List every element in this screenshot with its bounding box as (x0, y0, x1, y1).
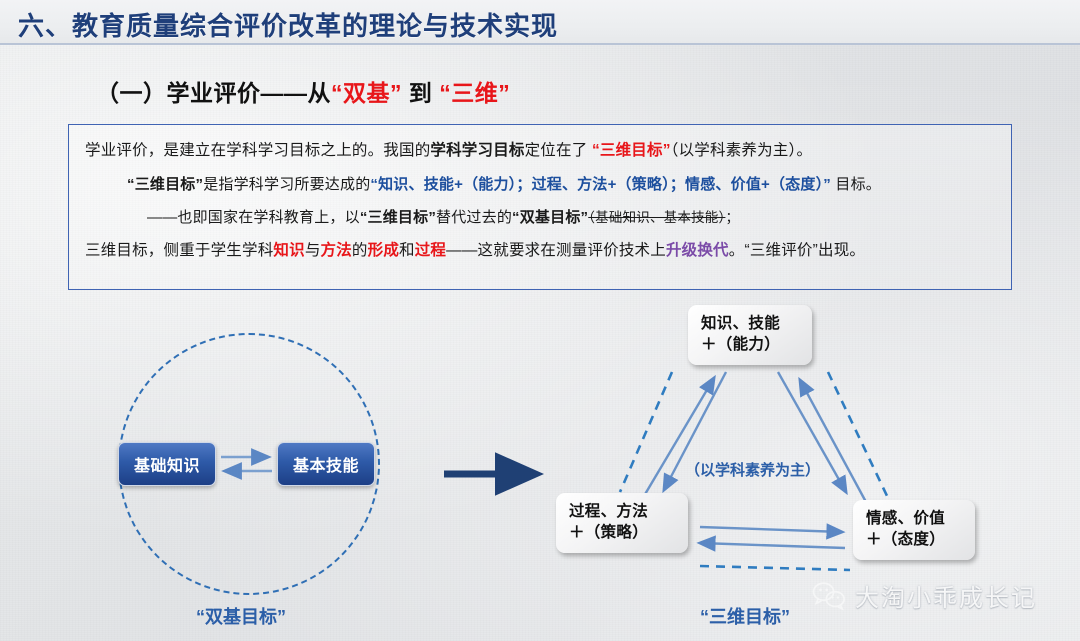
p4-seg6: 形成 (367, 241, 400, 259)
node-emotion-line2: ＋（态度） (866, 531, 946, 548)
p2-seg2: 是指学科学习所要达成的 (203, 175, 371, 193)
box-basic-skill[interactable]: 基本技能 (277, 442, 375, 486)
node-process-line2: ＋（策略） (569, 524, 649, 541)
paragraph-1: 学业评价，是建立在学科学习目标之上的。我国的学科学习目标定位在了 “三维目标”（… (85, 143, 995, 159)
triangle-center-label: （以学科素养为主） (685, 462, 821, 479)
box-basic-skill-label: 基本技能 (292, 458, 359, 475)
node-emotion-line1: 情感、价值 (866, 510, 946, 528)
content-text-box: 学业评价，是建立在学科学习目标之上的。我国的学科学习目标定位在了 “三维目标”（… (68, 124, 1012, 290)
p1-seg1: 学业评价，是建立在学科学习目标之上的。我国的 (85, 142, 431, 159)
p3-seg5: （基础知识、基本技能） (588, 209, 726, 225)
p2-seg4: 目标。 (835, 175, 881, 193)
p3-seg4: “双基目标” (512, 208, 589, 226)
watermark-text: 大淘小乖成长记 (855, 585, 1037, 612)
p4-seg11: 。“三维评价”出现。 (728, 241, 866, 259)
p4-seg2: 知识 (273, 241, 305, 259)
paragraph-2: “三维目标”是指学科学习所要达成的“知识、技能+（能力）；过程、方法+（策略）；… (85, 177, 995, 192)
p4-seg7: 和 (399, 241, 415, 259)
node-emotion-value[interactable]: 情感、价值 ＋（态度） (853, 500, 975, 560)
node-process-line1: 过程、方法 (569, 503, 649, 521)
p4-seg4: 方法 (320, 241, 352, 259)
p1-seg5: （以学科素养为主）。 (670, 142, 813, 159)
p4-seg1: 三维目标，侧重于学生学科 (85, 241, 274, 259)
paragraph-4: 三维目标，侧重于学生学科知识与方法的形成和过程——这就要求在测量评价技术上升级换… (85, 241, 995, 259)
p3-seg6: ； (725, 209, 740, 225)
subtitle-quote-shuangji: “双基” (331, 80, 402, 106)
node-process-method[interactable]: 过程、方法 ＋（策略） (556, 493, 688, 553)
box-basic-knowledge[interactable]: 基础知识 (118, 442, 216, 486)
watermark: 大淘小乖成长记 (812, 578, 1037, 613)
p4-seg9: ——这就要求在测量评价技术上 (446, 241, 666, 259)
p4-seg3: 与 (304, 241, 321, 259)
subtitle-quote-sanwei: “三维” (439, 80, 511, 106)
page-title: 六、教育质量综合评价改革的理论与技术实现 (18, 11, 559, 41)
p2-seg1: “三维目标” (127, 175, 204, 193)
wechat-icon (812, 581, 845, 611)
subtitle-prefix: （一）学业评价——从 (96, 80, 331, 106)
box-basic-knowledge-label: 基础知识 (133, 458, 200, 475)
section-subtitle: （一）学业评价——从“双基” 到 “三维” (96, 74, 510, 108)
p3-seg1: ——也即国家在学科教育上，以 (147, 208, 360, 226)
p2-seg3: “知识、技能+（能力）；过程、方法+（策略）；情感、价值+（态度）” (370, 175, 831, 193)
subtitle-middle: 到 (408, 80, 433, 106)
paragraph-3: ——也即国家在学科教育上，以“三维目标”替代过去的“双基目标”（基础知识、基本技… (85, 210, 995, 225)
p1-seg2: 学科学习目标 (430, 142, 525, 159)
p1-seg4: “三维目标” (591, 142, 671, 159)
header-band (0, 0, 1080, 45)
node-knowledge-skill[interactable]: 知识、技能 ＋（能力） (688, 305, 812, 365)
p3-seg3: 替代过去的 (436, 208, 513, 226)
p4-seg10: 升级换代 (665, 241, 729, 259)
node-knowledge-line1: 知识、技能 (701, 315, 781, 333)
p4-seg8: 过程 (414, 241, 447, 259)
p3-seg2: “三维目标” (359, 208, 437, 226)
p1-seg3: 定位在了 (524, 142, 588, 159)
right-diagram-caption: “三维目标” (700, 607, 790, 627)
left-diagram-caption: “双基目标” (196, 607, 286, 627)
p4-seg5: 的 (351, 241, 368, 259)
node-knowledge-line2: ＋（能力） (701, 336, 781, 353)
